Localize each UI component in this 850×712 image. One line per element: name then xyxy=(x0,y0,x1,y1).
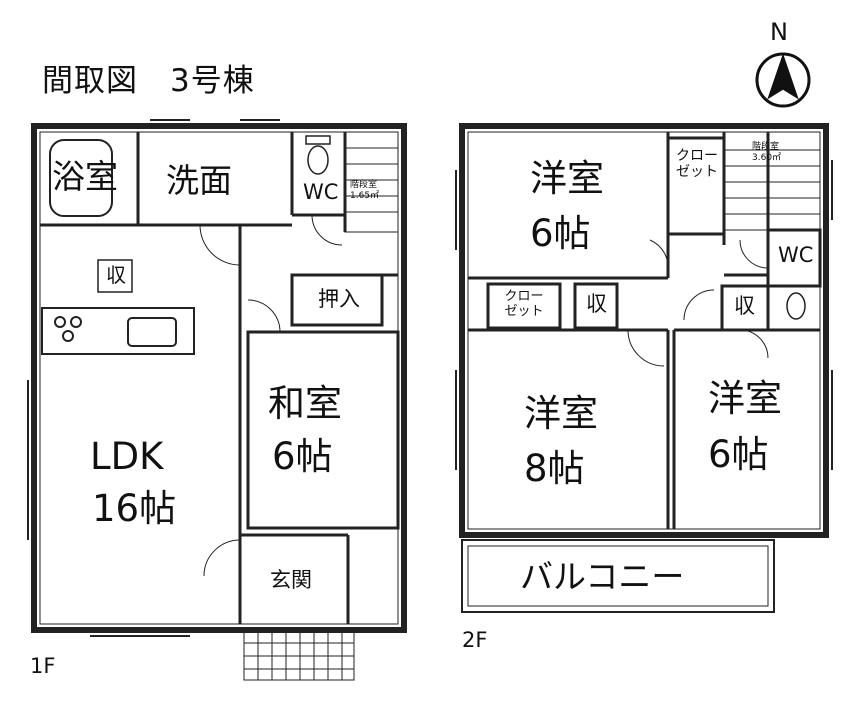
floor2-outer-wall xyxy=(459,123,829,538)
floor2-stairs xyxy=(723,131,821,231)
floor1-wc-label: WC xyxy=(303,180,339,204)
floor2-wc-label: WC xyxy=(778,243,814,267)
floor1-stairs xyxy=(344,131,399,233)
floor1-stairs-storage-label: 階段室 1.65㎡ xyxy=(350,180,380,201)
kitchen-storage-label: 収 xyxy=(106,263,126,287)
washitsu-size: 6帖 xyxy=(272,435,333,478)
youshitsu-b-name: 洋室 xyxy=(524,392,598,435)
floor2-stairs-storage-label: 階段室 3.60㎡ xyxy=(752,142,782,163)
floor2-windows xyxy=(455,160,833,470)
storage-c-label: 収 xyxy=(734,294,755,318)
bath-label: 浴室 xyxy=(52,157,118,196)
youshitsu-c-name: 洋室 xyxy=(708,377,782,420)
floor2-interior-walls xyxy=(468,132,822,529)
compass-label: N xyxy=(770,18,788,46)
floor1-door-swings xyxy=(199,214,343,577)
ldk-name: LDK xyxy=(90,435,164,478)
floor1-windows xyxy=(27,119,405,637)
floor2-label: 2F xyxy=(462,628,488,652)
entrance-tile-area xyxy=(243,629,355,681)
floor1-toilet xyxy=(305,135,331,175)
page-title: 間取図 3号棟 xyxy=(42,63,255,99)
youshitsu-a-size: 6帖 xyxy=(530,212,591,255)
kitchen-counter xyxy=(41,259,195,355)
washroom-label: 洗面 xyxy=(166,161,232,200)
washitsu-name: 和室 xyxy=(268,382,342,425)
youshitsu-a-name: 洋室 xyxy=(530,157,604,200)
ldk-size: 16帖 xyxy=(92,487,177,530)
balcony-outline xyxy=(461,539,775,613)
floor1-interior-walls xyxy=(40,132,400,624)
youshitsu-b-size: 8帖 xyxy=(524,447,585,490)
north-arrow-icon xyxy=(755,52,811,108)
closet-b-label: クロー ゼット xyxy=(504,289,544,319)
bathtub xyxy=(49,139,113,217)
youshitsu-c-size: 6帖 xyxy=(708,433,769,476)
storage-b-label: 収 xyxy=(586,292,607,316)
floor2-door-swings xyxy=(627,239,769,367)
closet-a-label: クロー ゼット xyxy=(676,148,718,181)
oshiire-label: 押入 xyxy=(318,287,360,311)
balcony-label: バルコニー xyxy=(520,557,685,596)
floor1-label: 1F xyxy=(30,654,56,678)
genkan-label: 玄関 xyxy=(270,568,312,592)
floor2-toilet xyxy=(786,292,806,320)
